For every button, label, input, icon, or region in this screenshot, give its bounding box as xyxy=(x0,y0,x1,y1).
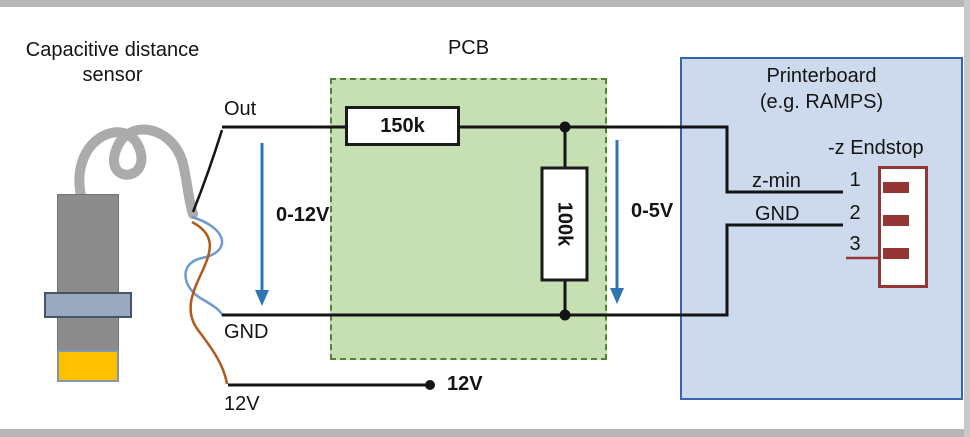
connector-pin-1 xyxy=(883,182,909,193)
gnd-wire-label: GND xyxy=(224,321,269,343)
gnd-wire-curl xyxy=(184,215,225,317)
sensor-sensing-tip xyxy=(57,350,119,382)
board-gnd-signal-label: GND xyxy=(755,203,800,225)
zmin-signal-label: z-min xyxy=(752,170,801,192)
frame-strip-bottom xyxy=(0,429,970,437)
printerboard-title-line2: (e.g. RAMPS) xyxy=(759,91,884,113)
out-wire-label: Out xyxy=(224,98,257,120)
frame-strip-right xyxy=(964,0,970,437)
supply-wire-label: 12V xyxy=(224,393,260,415)
voltage-range-left-label: 0-12V xyxy=(276,204,330,226)
resistor-150k-label: 150k xyxy=(380,114,425,137)
sensor-mounting-band xyxy=(44,292,132,318)
printerboard-title-line1: Printerboard xyxy=(766,65,877,87)
connector-pin-2 xyxy=(883,215,909,226)
connector-pin-3 xyxy=(883,248,909,259)
endstop-label: -z Endstop xyxy=(828,137,924,159)
frame-strip-top xyxy=(0,0,970,7)
sensor-body xyxy=(57,194,119,352)
sensor-label: Capacitive distance sensor xyxy=(25,39,200,86)
voltage-arrow-right xyxy=(610,140,624,304)
voltage-arrow-left xyxy=(255,143,269,306)
supply-wire-curl xyxy=(189,220,229,385)
resistor-100k-label: 100k xyxy=(554,201,576,247)
supply-terminal-label: 12V xyxy=(447,373,483,395)
out-wire-curl xyxy=(191,129,224,213)
pin-number-2: 2 xyxy=(849,202,861,224)
resistor-100k: 100k xyxy=(540,166,589,282)
pcb-label: PCB xyxy=(447,37,490,59)
supply-terminal-dot xyxy=(425,380,435,390)
pin-number-1: 1 xyxy=(849,169,861,191)
pin-number-3: 3 xyxy=(849,233,861,255)
resistor-150k: 150k xyxy=(345,106,460,146)
voltage-range-right-label: 0-5V xyxy=(631,200,674,222)
endstop-connector xyxy=(878,166,928,288)
